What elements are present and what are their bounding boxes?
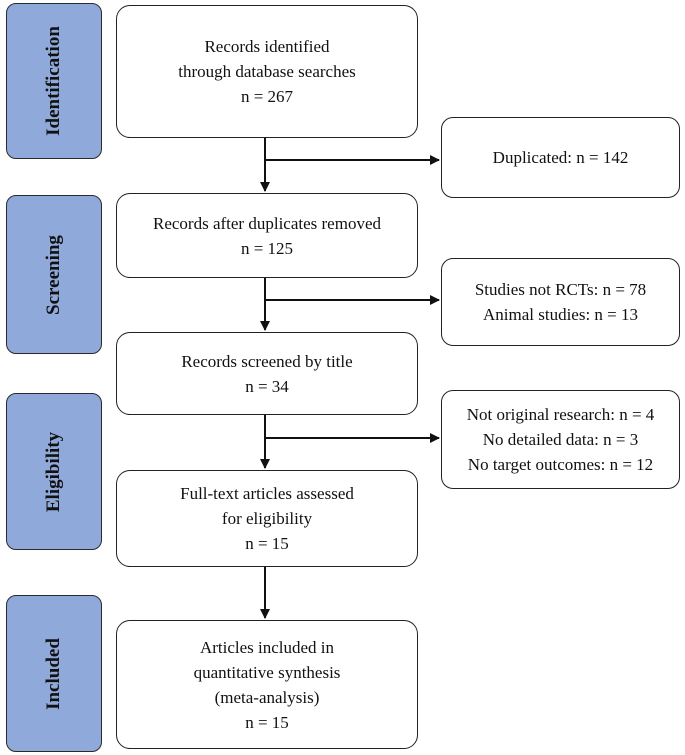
box-full-text-assessed-line-1: Full-text articles assessed bbox=[180, 484, 354, 503]
box-articles-included-line-4: n = 15 bbox=[245, 712, 289, 732]
box-articles-included-line-3: (meta-analysis) bbox=[214, 687, 320, 707]
box-full-text-assessed-line-2: for eligibility bbox=[221, 509, 313, 528]
stage-eligibility: Eligibility bbox=[6, 393, 102, 550]
box-not-original-line-2: No detailed data: n = 3 bbox=[482, 430, 639, 449]
box-articles-included: Articles included in quantitative synthe… bbox=[116, 620, 418, 749]
box-after-duplicates: Records after duplicates removed n = 125 bbox=[116, 193, 418, 278]
box-screened-by-title: Records screened by title n = 34 bbox=[116, 332, 418, 415]
box-records-identified-line-3: n = 267 bbox=[240, 87, 294, 106]
box-screened-by-title-line-2: n = 34 bbox=[245, 376, 289, 396]
box-not-original: Not original research: n = 4 No detailed… bbox=[441, 390, 680, 489]
box-not-original-line-1: Not original research: n = 4 bbox=[466, 405, 655, 424]
stage-screening: Screening bbox=[6, 195, 102, 354]
box-records-identified-line-2: through database searches bbox=[178, 62, 356, 81]
box-duplicates-line-1: Duplicated: n = 142 bbox=[492, 148, 629, 167]
box-not-original-line-3: No target outcomes: n = 12 bbox=[467, 455, 654, 474]
box-full-text-assessed: Full-text articles assessed for eligibil… bbox=[116, 470, 418, 567]
box-articles-included-line-2: quantitative synthesis bbox=[193, 662, 341, 682]
box-not-rct-line-1: Studies not RCTs: n = 78 bbox=[474, 280, 647, 299]
stage-included: Included bbox=[6, 595, 102, 752]
box-records-identified-line-1: Records identified bbox=[204, 37, 330, 56]
box-articles-included-line-1: Articles included in bbox=[199, 637, 335, 657]
box-duplicates: Duplicated: n = 142 bbox=[441, 117, 680, 198]
box-after-duplicates-line-2: n = 125 bbox=[240, 238, 294, 258]
box-screened-by-title-line-1: Records screened by title bbox=[181, 351, 353, 371]
box-not-rct: Studies not RCTs: n = 78 Animal studies:… bbox=[441, 258, 680, 346]
stage-identification: Identification bbox=[6, 3, 102, 159]
box-not-rct-line-2: Animal studies: n = 13 bbox=[482, 305, 639, 324]
box-after-duplicates-line-1: Records after duplicates removed bbox=[153, 213, 381, 233]
box-full-text-assessed-line-3: n = 15 bbox=[245, 534, 289, 553]
box-records-identified: Records identified through database sear… bbox=[116, 5, 418, 138]
